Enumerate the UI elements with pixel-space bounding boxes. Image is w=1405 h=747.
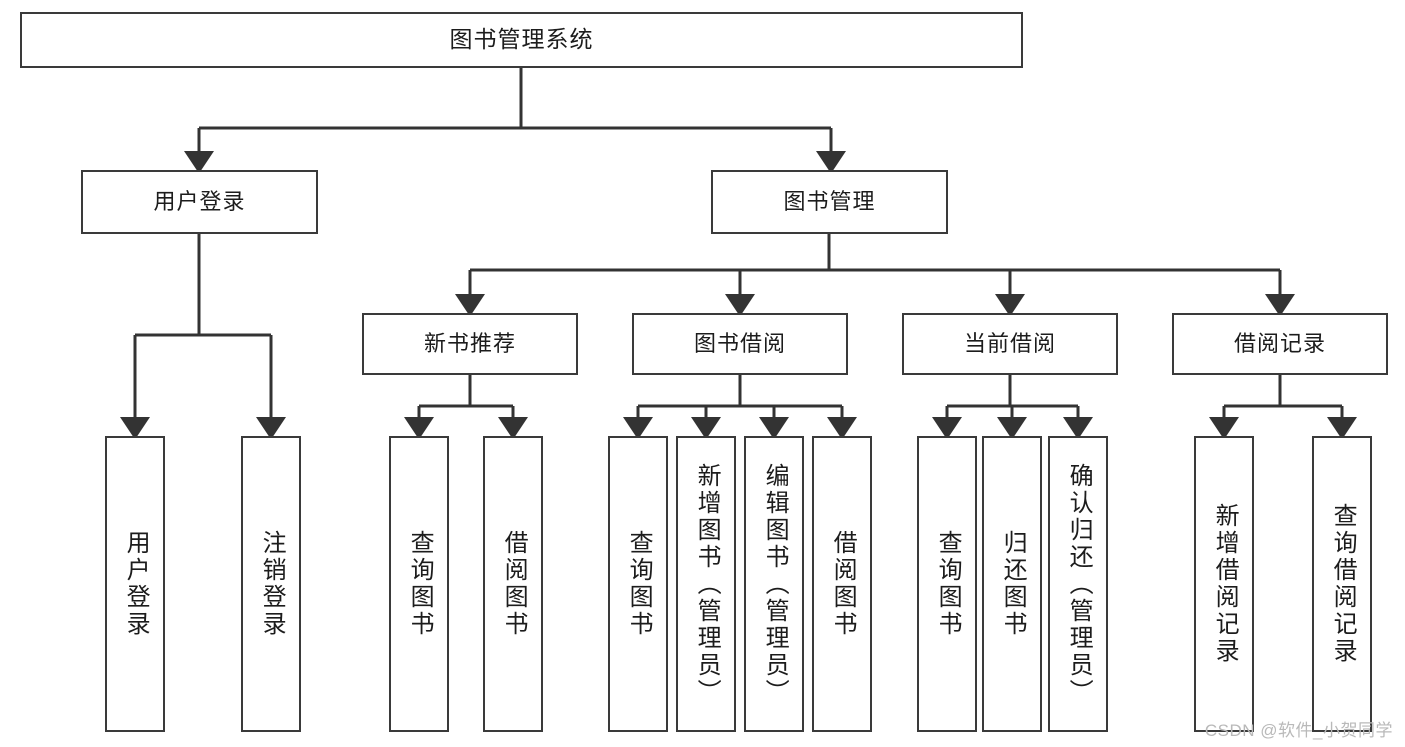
node-current-borrow[interactable]: 当前借阅 [902,313,1118,375]
leaf-label: 新增图书（管理员） [693,462,721,706]
node-label: 图书管理 [783,188,876,214]
node-label: 图书管理系统 [449,26,594,53]
leaf-user-login-logout[interactable]: 注销登录 [241,436,301,732]
leaf-user-login-login[interactable]: 用户登录 [105,436,165,732]
node-book-management[interactable]: 图书管理 [711,170,948,234]
leaf-label: 查询图书 [625,530,653,638]
leaf-new-book-borrow[interactable]: 借阅图书 [483,436,543,732]
leaf-current-borrow-confirm-return[interactable]: 确认归还（管理员） [1048,436,1108,732]
leaf-label: 查询图书 [934,530,962,638]
leaf-label: 借阅图书 [829,530,857,638]
leaf-label: 注销登录 [258,530,286,638]
leaf-current-borrow-return[interactable]: 归还图书 [982,436,1042,732]
node-borrow-record[interactable]: 借阅记录 [1172,313,1388,375]
node-label: 当前借阅 [963,330,1056,356]
leaf-label: 确认归还（管理员） [1065,462,1093,706]
leaf-borrow-record-query[interactable]: 查询借阅记录 [1312,436,1372,732]
leaf-label: 编辑图书（管理员） [761,462,789,706]
leaf-label: 新增借阅记录 [1211,503,1239,665]
node-root-system[interactable]: 图书管理系统 [20,12,1023,68]
leaf-label: 用户登录 [122,530,150,638]
leaf-current-borrow-query[interactable]: 查询图书 [917,436,977,732]
leaf-book-borrow-edit[interactable]: 编辑图书（管理员） [744,436,804,732]
leaf-book-borrow-borrow[interactable]: 借阅图书 [812,436,872,732]
node-label: 用户登录 [153,188,246,214]
leaf-book-borrow-query[interactable]: 查询图书 [608,436,668,732]
leaf-borrow-record-add[interactable]: 新增借阅记录 [1194,436,1254,732]
leaf-label: 查询借阅记录 [1329,503,1357,665]
node-new-book-recommend[interactable]: 新书推荐 [362,313,578,375]
node-label: 图书借阅 [693,330,786,356]
leaf-label: 借阅图书 [500,530,528,638]
leaf-new-book-query[interactable]: 查询图书 [389,436,449,732]
leaf-label: 归还图书 [999,530,1027,638]
node-user-login[interactable]: 用户登录 [81,170,318,234]
node-book-borrow[interactable]: 图书借阅 [632,313,848,375]
leaf-label: 查询图书 [406,530,434,638]
watermark: CSDN @软件_小贺同学 [1204,721,1393,740]
leaf-book-borrow-add[interactable]: 新增图书（管理员） [676,436,736,732]
node-label: 借阅记录 [1233,330,1326,356]
node-label: 新书推荐 [423,330,516,356]
